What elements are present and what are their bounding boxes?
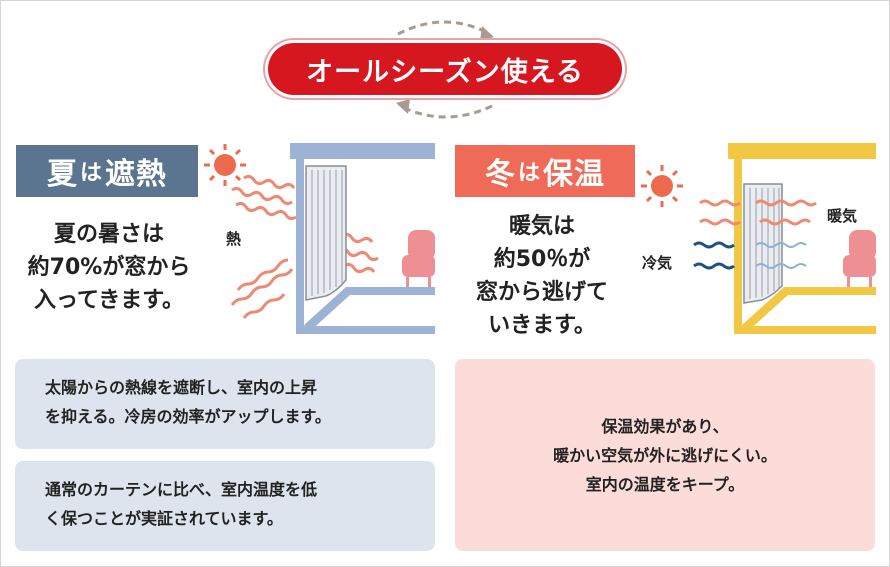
winter-lead-line: いきます。 [488, 313, 596, 338]
curtain-icon [305, 165, 347, 301]
winter-header: 冬 は 保温 [455, 145, 635, 197]
cold-wave-icon [693, 241, 735, 270]
summer-header-particle: は [79, 161, 103, 186]
winter-lead-line: 暖気は [508, 214, 575, 239]
sofa-icon [402, 230, 435, 287]
title-pill: オールシーズン使える [268, 43, 622, 95]
winter-header-word1: 冬 [484, 157, 516, 192]
heat-label: 熱 [226, 230, 242, 248]
summer-lead-line: 夏の暑さは [53, 222, 164, 247]
winter-header-word2: 保温 [543, 157, 605, 192]
sofa-icon [843, 230, 876, 287]
winter-box-line: 室内の温度をキープ。 [585, 474, 745, 494]
house-icon [290, 143, 435, 334]
summer-lead: 夏の暑さは 約70%が窓から 入ってきます。 [10, 218, 208, 317]
summer-box2-line: 通常のカーテンに比べ、室内温度を低 [45, 480, 318, 499]
summer-info-box-2: 通常のカーテンに比べ、室内温度を低 く保つことが実証されています。 [15, 461, 435, 551]
winter-lead-line: 窓から逃げて [475, 280, 608, 305]
heat-wave-icon [699, 199, 817, 226]
summer-lead-line: 約70%が窓から [27, 255, 191, 280]
winter-header-particle: は [517, 161, 541, 186]
winter-info-box: 保温効果があり、 暖かい空気が外に逃げにくい。 室内の温度をキープ。 [455, 359, 875, 551]
winter-lead-line: 約50％が [493, 247, 591, 272]
title-text: オールシーズン使える [306, 56, 584, 88]
sun-icon [641, 165, 683, 207]
winter-lead: 暖気は 約50％が 窓から逃げて いきます。 [454, 210, 630, 342]
summer-info-box-1: 太陽からの熱線を遮断し、室内の上昇 を抑える。冷房の効率がアップします。 [15, 359, 435, 449]
winter-box-line: 暖かい空気が外に逃げにくい。 [553, 445, 777, 465]
cold-air-label: 冷気 [642, 254, 673, 272]
summer-box1-line: 太陽からの熱線を遮断し、室内の上昇 [45, 378, 318, 397]
summer-header-word2: 遮熱 [105, 157, 167, 192]
sun-icon [204, 144, 246, 186]
summer-header: 夏 は 遮熱 [16, 145, 198, 197]
summer-header-word1: 夏 [46, 157, 78, 192]
house-icon [728, 143, 876, 334]
summer-box1-line: を抑える。冷房の効率がアップします。 [45, 407, 331, 426]
summer-lead-line: 入ってきます。 [33, 288, 185, 313]
summer-box2-line: く保つことが実証されています。 [45, 509, 283, 528]
warm-air-label: 暖気 [827, 207, 858, 225]
winter-box-line: 保温効果があり、 [601, 416, 729, 436]
cold-wave-icon [755, 242, 807, 269]
